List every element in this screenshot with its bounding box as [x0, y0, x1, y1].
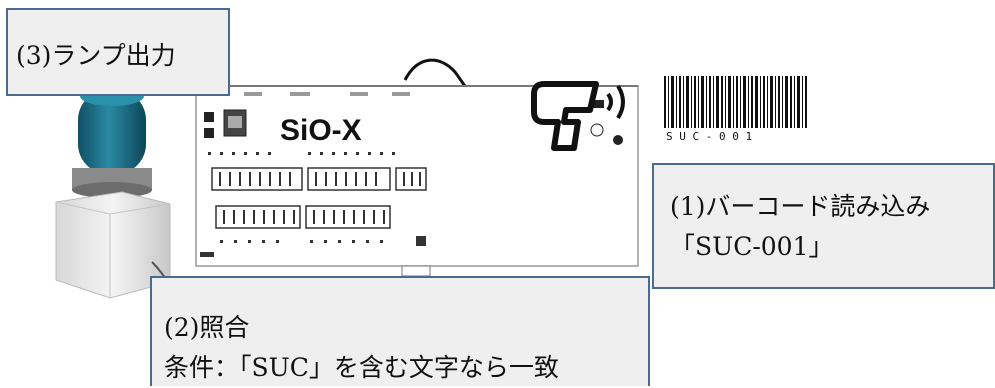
barcode-read-callout: (1)バーコード読み込み 「SUC-001」 [652, 163, 995, 289]
barcode-read-title: (1)バーコード読み込み [670, 192, 931, 221]
match-condition: 条件：「SUC」を含む文字なら一致 [164, 353, 559, 382]
signal-icon [606, 84, 625, 120]
controller-label: SiO-X [280, 114, 362, 147]
barcode-text: S U C - 0 0 1 [666, 130, 752, 143]
scanner-icon [531, 81, 625, 151]
lamp-icon [55, 86, 181, 313]
lamp-output-label: (3)ランプ出力 [16, 41, 176, 70]
match-callout: (2)照合 条件：「SUC」を含む文字なら一致 [150, 276, 650, 386]
match-title: (2)照合 [164, 313, 250, 342]
lamp-output-callout: (3)ランプ出力 [6, 8, 230, 96]
barcode-read-value: 「SUC-001」 [670, 232, 834, 261]
barcode-icon: S U C - 0 0 1 [664, 76, 807, 143]
controller-icon: SiO-X [195, 85, 639, 277]
